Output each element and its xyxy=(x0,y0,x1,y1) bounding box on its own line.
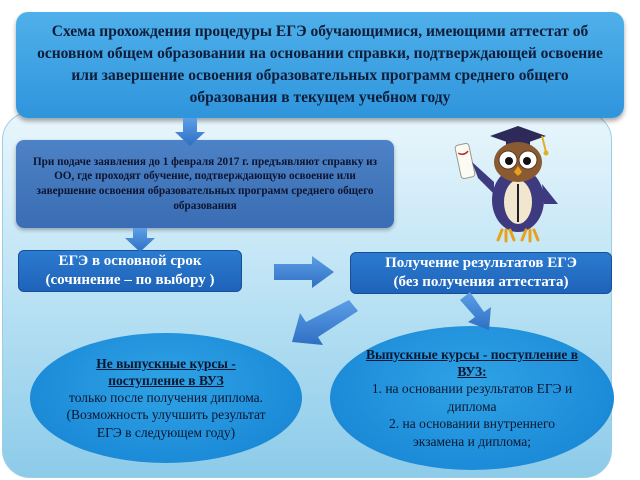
diagram-title: Схема прохождения процедуры ЕГЭ обучающи… xyxy=(37,23,603,106)
graduate-heading: Выпускные курсы - поступление в ВУЗ: xyxy=(365,347,579,379)
graduate-ellipse: Выпускные курсы - поступление в ВУЗ: 1. … xyxy=(330,326,614,470)
results-line1: Получение результатов ЕГЭ xyxy=(385,255,577,271)
owl-graduate-icon xyxy=(454,126,558,243)
graduate-item-2: 2. на основании внутреннего экзамена и д… xyxy=(389,416,555,449)
exam-main-period-box: ЕГЭ в основной срок (сочинение – по выбо… xyxy=(18,250,242,292)
condition-text: При подаче заявления до 1 февраля 2017 г… xyxy=(32,155,378,212)
title-box: Схема прохождения процедуры ЕГЭ обучающи… xyxy=(16,12,624,118)
non-graduate-ellipse: Не выпускные курсы - поступление в ВУЗ т… xyxy=(30,333,302,463)
exam-line2: (сочинение – по выбору ) xyxy=(45,272,215,288)
non-graduate-heading: Не выпускные курсы - поступление в ВУЗ xyxy=(96,355,236,388)
diploma-scroll-icon xyxy=(454,142,476,180)
exam-line1: ЕГЭ в основной срок xyxy=(58,253,202,269)
results-line2: (без получения аттестата) xyxy=(393,274,569,290)
non-graduate-text: только после получения диплома. (Возможн… xyxy=(66,389,266,440)
results-box: Получение результатов ЕГЭ (без получения… xyxy=(350,252,612,294)
graduate-item-1: 1. на основании результатов ЕГЭ и диплом… xyxy=(371,381,573,414)
condition-box: При подаче заявления до 1 февраля 2017 г… xyxy=(16,140,394,228)
